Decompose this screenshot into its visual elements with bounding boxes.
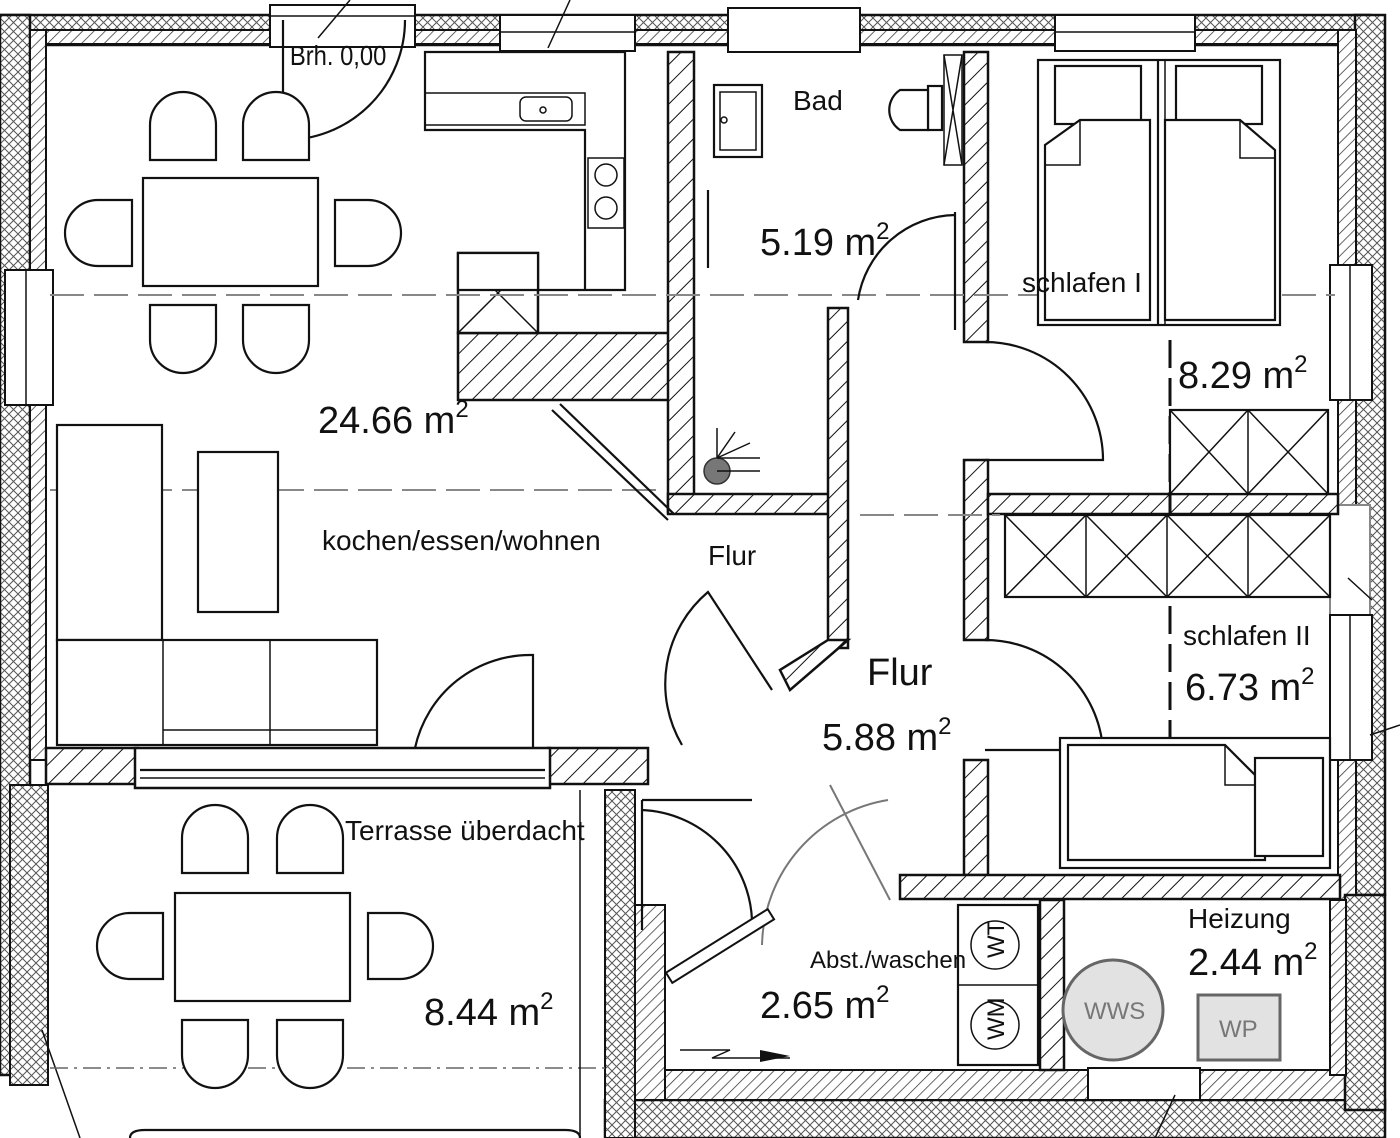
dining-set: [63, 90, 403, 375]
flur-area: 5.88 m2: [822, 713, 952, 759]
wws-label: WWS: [1084, 998, 1145, 1025]
sill-height-label: Brh. 0,00: [290, 39, 387, 71]
utility-fixtures: [680, 903, 1282, 1067]
bathroom-fixtures: [703, 54, 963, 485]
wt-label: WT: [983, 920, 1010, 958]
abst-area: 2.65 m2: [760, 981, 890, 1027]
wohnen-area: 24.66 m2: [318, 396, 469, 442]
heizung-name: Heizung: [1188, 903, 1291, 934]
schlafen2-name: schlafen II: [1183, 620, 1311, 651]
abst-name: Abst./waschen: [810, 947, 966, 974]
room-labels: Brh. 0,00 Bad 5.19 m2 schlafen I 8.29 m2…: [290, 39, 1318, 1043]
terrasse-area: 8.44 m2: [424, 988, 554, 1034]
schlafen1-name: schlafen I: [1022, 267, 1142, 298]
bedroom-1-furniture: [1036, 58, 1330, 496]
sofa-set: [55, 423, 379, 747]
bedroom-2-furniture: [1003, 513, 1332, 870]
wp-label: WP: [1219, 1016, 1258, 1043]
kitchen: [423, 50, 627, 292]
terrace-furniture: [95, 790, 582, 1138]
schlafen1-area: 8.29 m2: [1178, 351, 1308, 397]
windows: [4, 0, 1400, 1138]
terrasse-name: Terrasse überdacht: [345, 815, 585, 846]
flur-name-upper: Flur: [708, 540, 756, 571]
bad-name: Bad: [793, 85, 843, 116]
schlafen2-area: 6.73 m2: [1185, 663, 1315, 709]
wohnen-name: kochen/essen/wohnen: [322, 525, 601, 556]
bad-area: 5.19 m2: [760, 218, 890, 264]
flur-name: Flur: [867, 652, 933, 694]
wm-label: WM: [983, 997, 1010, 1040]
heizung-area: 2.44 m2: [1188, 938, 1318, 984]
